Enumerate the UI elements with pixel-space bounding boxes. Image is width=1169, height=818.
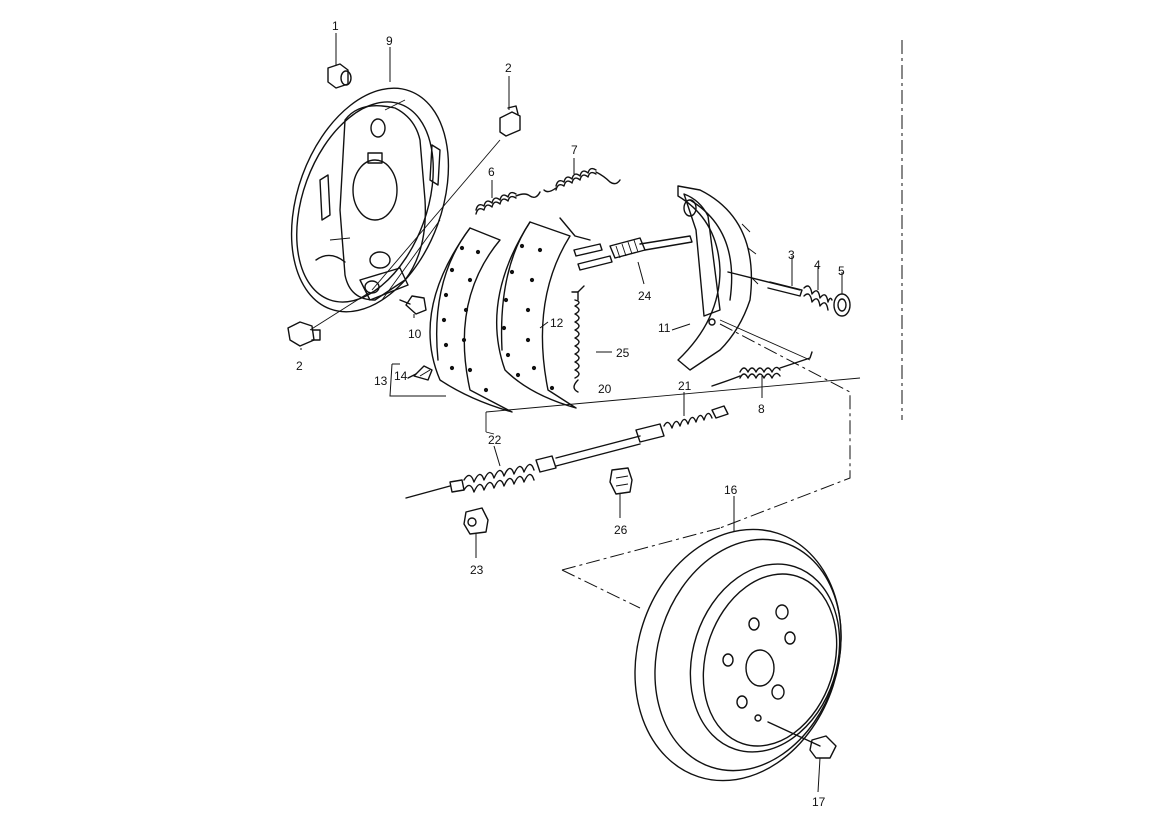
part-2-bleeder-screw-bottom [287,321,321,347]
brake-drum [634,528,842,782]
handbrake-cable [405,377,861,499]
label-26: 26 [614,523,628,537]
label-12: 12 [550,316,564,330]
label-1: 1 [332,19,339,33]
bolt-14 [407,365,433,381]
part-10-bolt [399,295,427,315]
part-labels: 1 9 2 2 10 6 7 3 4 5 24 11 12 25 13 14 2… [296,19,845,809]
spring-7 [543,167,621,193]
label-4: 4 [814,258,821,272]
clip-23 [463,507,489,535]
spring-25 [571,285,585,393]
label-16: 16 [724,483,738,497]
label-3: 3 [788,248,795,262]
backing-plate [290,87,450,313]
label-24: 24 [638,289,652,303]
label-13: 13 [374,374,388,388]
label-8: 8 [758,402,765,416]
label-9: 9 [386,34,393,48]
label-20: 20 [598,382,612,396]
label-22: 22 [488,433,502,447]
label-5: 5 [838,264,845,278]
label-11: 11 [658,321,671,335]
part-1-bleeder-cap [327,63,352,89]
label-14: 14 [394,369,408,383]
spring-4 [803,285,833,311]
label-2-top: 2 [505,61,512,75]
label-2-bottom: 2 [296,359,303,373]
label-23: 23 [470,563,484,577]
brake-shoe-rear [429,227,513,413]
label-7: 7 [571,143,578,157]
spring-6 [475,191,541,215]
label-6: 6 [488,165,495,179]
cup-5 [833,293,851,317]
label-17: 17 [812,795,826,809]
clip-26 [609,467,633,495]
brake-shoe-front [496,217,591,409]
part-2-bleeder-screw-top [499,105,521,137]
alignment-lines [561,40,903,609]
label-21: 21 [678,379,692,393]
label-10: 10 [408,327,422,341]
pin-3 [727,271,803,297]
spring-8 [711,351,813,387]
brake-shoe-with-lever-11 [677,185,759,371]
label-25: 25 [616,346,630,360]
bolt-17 [767,721,837,759]
adjuster-24 [573,235,693,271]
leader-lines [300,33,843,793]
